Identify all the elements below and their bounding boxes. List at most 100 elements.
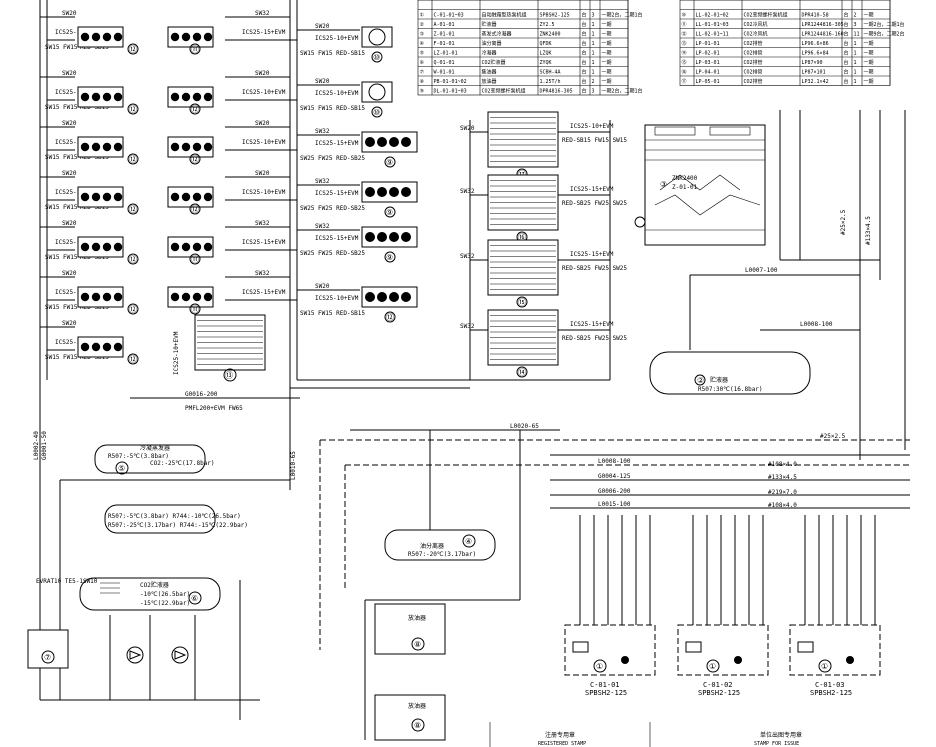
legend-cell-code: PB-01-01~02 <box>434 79 467 85</box>
pipe-sw-bot: SW15 FW15 <box>45 304 78 311</box>
box-7-oil-collector: ⑦ <box>27 629 69 669</box>
legend-cell-unit: 台 <box>844 50 849 57</box>
receiver-spec: R507:30℃(16.8bar) <box>698 386 763 393</box>
footer-left-stamp-en: REGISTERED STAMP <box>538 741 586 747</box>
evap-number: ⑫ <box>129 355 137 364</box>
legend-cell-code: W-01-01 <box>434 70 455 76</box>
legend-cell-note: 一期 <box>864 51 874 57</box>
valve-bottom: SW25 FW25 RED-SB25 <box>300 205 365 212</box>
pipe-label-l0008b: L0008-100 <box>800 321 833 328</box>
valve-label: ICS25-15+EVM <box>570 251 614 258</box>
vessel-4-number: ④ <box>465 537 472 546</box>
legend-cell-qty: 2 <box>854 13 857 19</box>
legend-cell-code: LP-04-01 <box>696 70 720 76</box>
evap-number: ⑩ <box>373 108 380 117</box>
legend-cell-note: 一期2台，二期1台 <box>602 88 643 95</box>
pipe-sw-out: SW32 <box>255 10 270 17</box>
legend-cell-note: 一期 <box>864 41 874 47</box>
legend-cell-no: ⑨ <box>420 89 425 95</box>
pipe-label-d4: #219×7.0 <box>768 489 797 496</box>
legend-cell-code: LP-05-01 <box>696 79 720 85</box>
pipe-label-d2: #108×4.0 <box>768 461 797 468</box>
coil-13-valve: ICS25-10+EVM <box>173 331 180 375</box>
valve-label-right: ICS25-15+EVM <box>242 289 286 296</box>
legend-cell-qty: 1 <box>592 22 595 28</box>
vessel-6-spec2: -15℃(22.9bar) <box>140 600 190 607</box>
oil-box-1-name: 放油器 <box>408 614 426 622</box>
legend-cell-no: ⑤ <box>420 51 425 57</box>
unit-model: SPBSH2-125 <box>698 689 740 697</box>
coil-number: ⑭ <box>518 368 526 377</box>
pipe-sw-top: SW20 <box>62 220 77 227</box>
evap-number: ⑫ <box>129 305 137 314</box>
legend-cell-note: 一期 <box>602 70 612 76</box>
legend-cell-name: 放油器 <box>482 78 497 85</box>
legend-cell-model: LZQK <box>540 51 552 57</box>
legend-cell-qty: 1 <box>854 70 857 76</box>
pipe-sw-bot: SW15 FW15 <box>45 354 78 361</box>
legend-cell-code: LZ-01-01 <box>434 51 458 57</box>
valve-bottom: RED-SB25 FW25 SW25 <box>562 265 627 272</box>
legend-cell-note: 一期2台，二期1台 <box>602 12 643 19</box>
legend-cell-no: ① <box>420 13 425 19</box>
pipe-sw: SW20 <box>315 283 330 290</box>
pipe-label-d3b: #133×4.5 <box>768 474 797 481</box>
legend-cell-unit: 台 <box>844 21 849 28</box>
vessel-5b: R507:-5℃(3.8bar) R744:-10℃(26.5bar) R507… <box>104 504 248 534</box>
valve-label: ICS25-15+EVM <box>315 190 359 197</box>
legend-cell-name: 贮液器 <box>482 21 497 28</box>
pipe-sw: SW32 <box>460 253 475 260</box>
receiver-name: 贮液器 <box>710 376 728 384</box>
legend-cell-no: ⑯ <box>682 69 687 76</box>
legend-cell-name: CO2冷风机 <box>744 21 768 28</box>
evap-number: ⑫ <box>129 105 137 114</box>
valve-bottom: SW15 FW15 RED-SB15 <box>300 105 365 112</box>
vessel-5-spec2: CO2:-25℃(17.8bar) <box>150 460 215 467</box>
legend-cell-model: DPR410-58 <box>802 13 829 19</box>
heat-pump-units: ①C-01-01SPBSH2-125①C-01-02SPBSH2-125①C-0… <box>564 515 881 697</box>
legend-cell-model: LP87×90 <box>802 60 823 66</box>
valve-bottom: SW15 FW15 RED-SB15 <box>300 50 365 57</box>
legend-cell-name: CO2变频螺杆泵机组 <box>482 88 526 95</box>
legend-cell-model: ZY2.5 <box>540 22 555 28</box>
legend-cell-name: CO2排管 <box>744 78 763 85</box>
co2-pumps <box>40 580 260 720</box>
vessel-4-name: 油分离器 <box>420 542 444 550</box>
legend-cell-name: 自动融霜型热泵机组 <box>482 12 527 19</box>
evap-number-right: ⑫ <box>191 105 199 114</box>
pipe-sw-top: SW20 <box>62 270 77 277</box>
valve-label: ICS25-10+EVM <box>55 289 99 296</box>
legend-cell-model: LP96.6×84 <box>802 51 829 57</box>
evap-number: ⑨ <box>386 208 393 217</box>
pipe-sw: SW32 <box>315 128 330 135</box>
evap-number-right: ⑫ <box>191 205 199 214</box>
box-7-number: ⑦ <box>44 653 51 662</box>
legend-cell-code: F-01-01 <box>434 41 455 47</box>
legend-cell-unit: 台 <box>582 78 587 85</box>
valve-pmfl: PMFL200+EVM FW65 <box>185 405 243 412</box>
valve-label: ICS25-10+EVM <box>570 123 614 130</box>
valve-label: ICS25-10+EVM <box>55 29 99 36</box>
pipe-label-d1: #25×2.5 <box>840 209 847 235</box>
valve-label: ICS25-10+EVM <box>55 89 99 96</box>
legend-cell-note: 一期 <box>602 41 612 47</box>
evap-number: ⑨ <box>386 253 393 262</box>
pipe-label-l0006: G0006-200 <box>598 488 631 495</box>
legend-cell-model: LP32.1×42 <box>802 79 829 85</box>
legend-cell-qty: 1 <box>592 70 595 76</box>
evap-number-right: ⑫ <box>191 155 199 164</box>
pipe-sw-bot: SW15 FW15 <box>45 204 78 211</box>
unit-number: ① <box>709 662 716 671</box>
pipe-sw: SW20 <box>315 78 330 85</box>
legend-cell-unit: 台 <box>582 50 587 57</box>
footer-right-stamp: 单位出图专用章 <box>760 731 802 739</box>
legend-cell-code: LP-02-01 <box>696 51 720 57</box>
valve-label: ICS25-15+EVM <box>315 235 359 242</box>
legend-cell-qty: 1 <box>592 51 595 57</box>
